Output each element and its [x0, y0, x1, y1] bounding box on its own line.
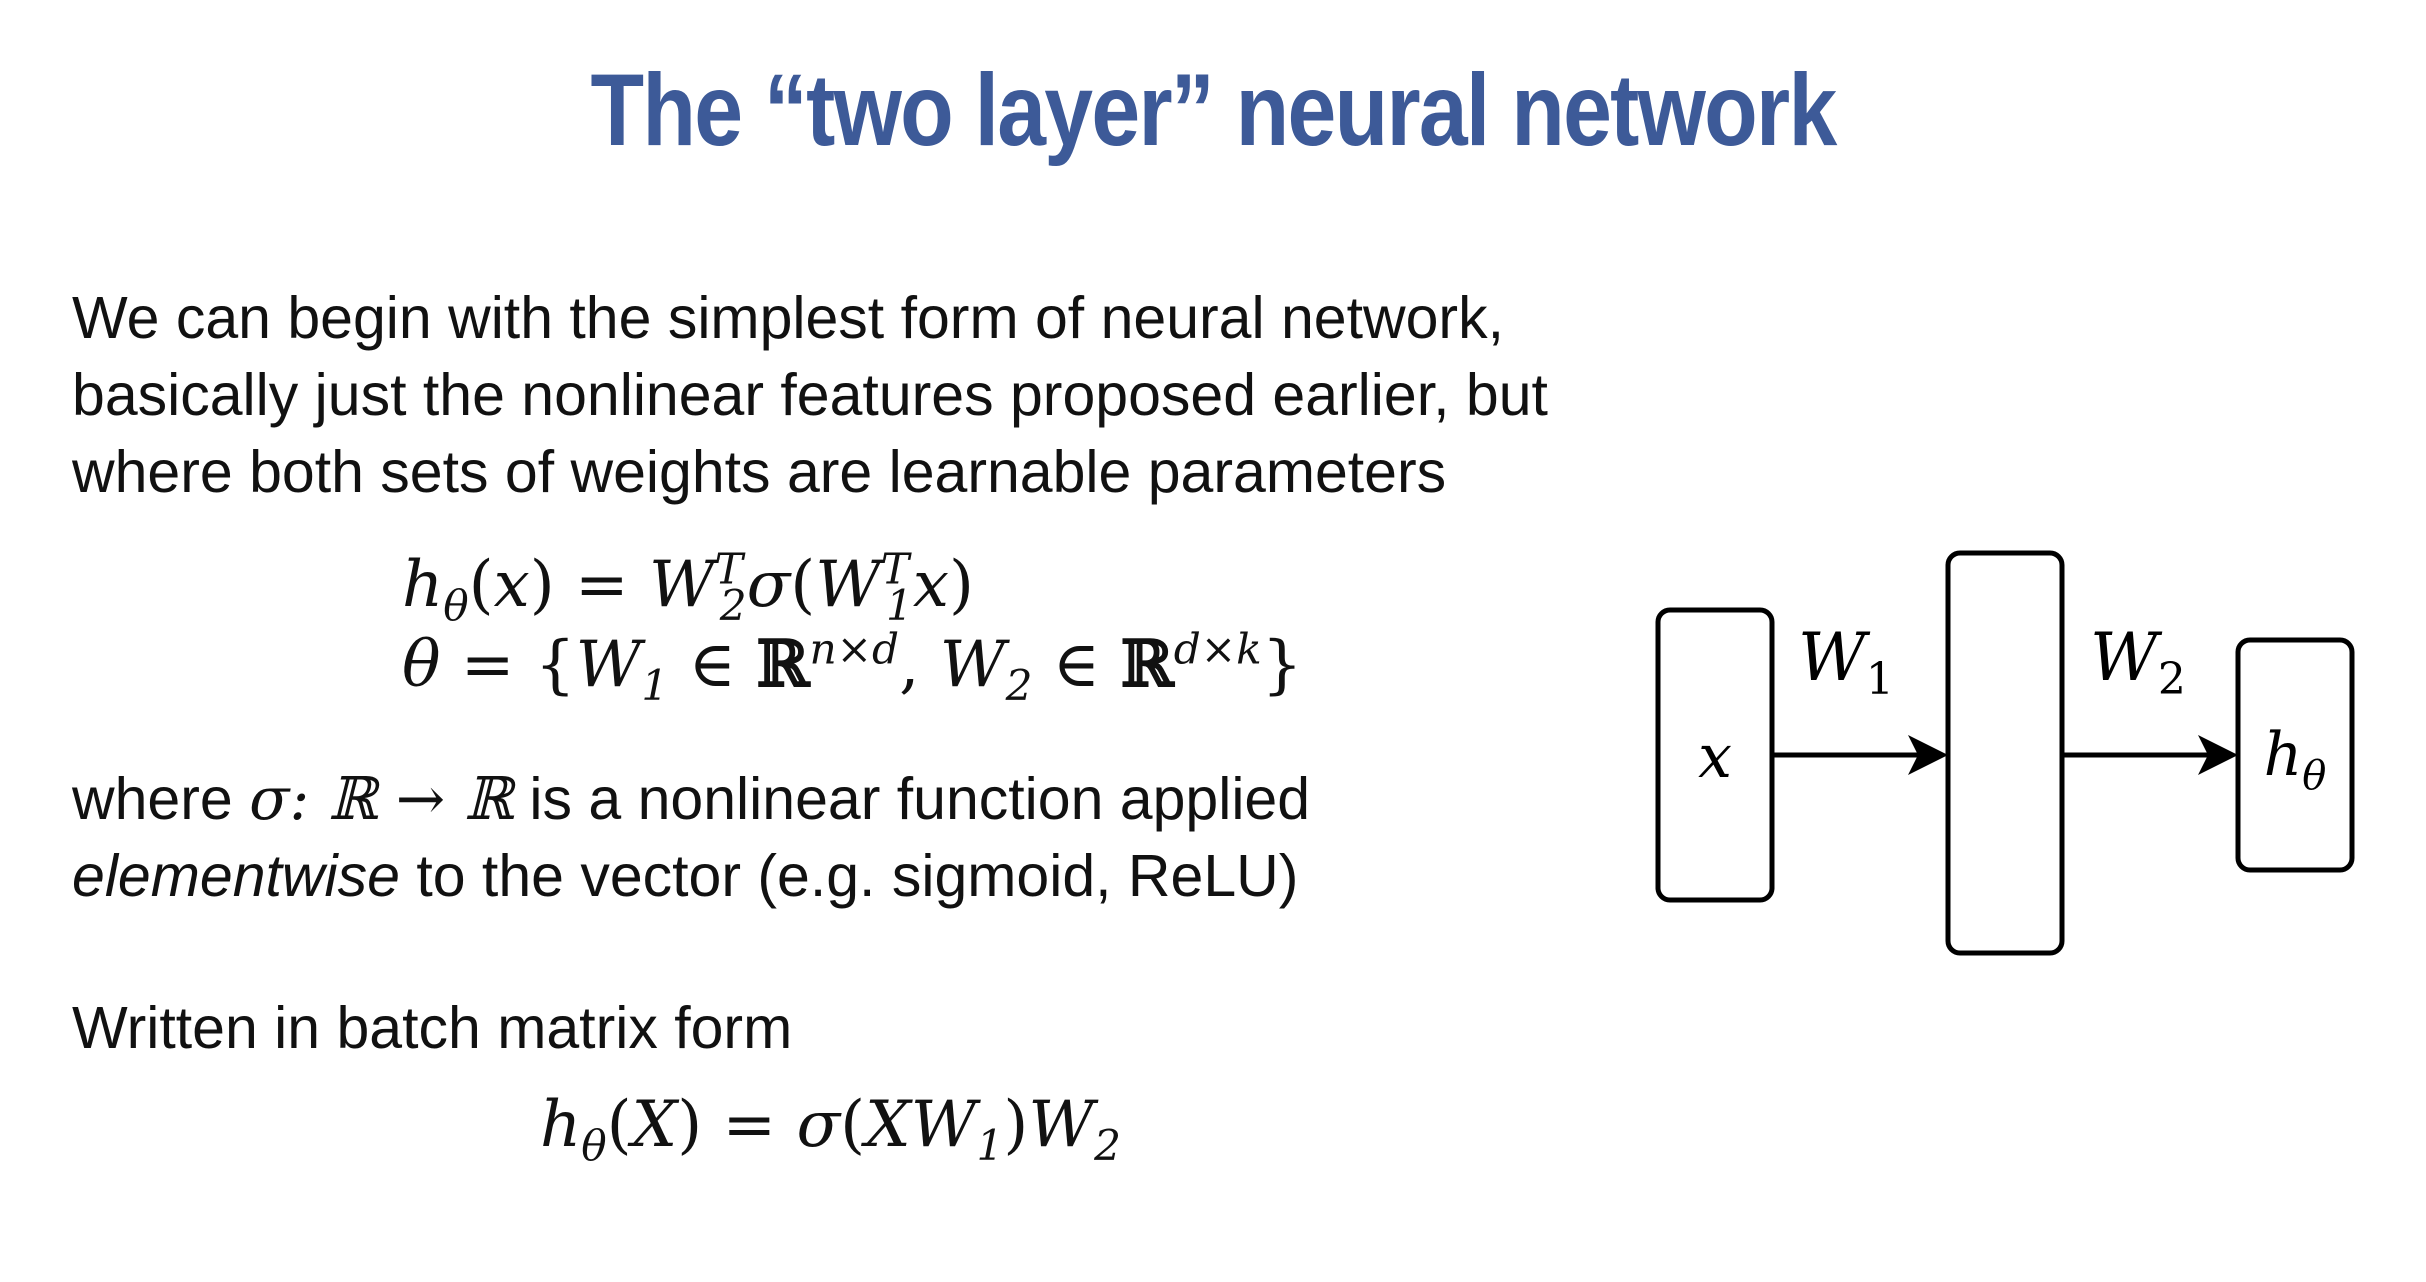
- w2-label: W2: [2090, 619, 2186, 705]
- intro-line-3: where both sets of weights are learnable…: [72, 439, 1447, 505]
- elementwise-emph: elementwise: [72, 843, 400, 909]
- sigma-line-1: where σ: ℝ → ℝ is a nonlinear function a…: [72, 760, 1310, 838]
- hypothesis-equation: hθ(x) = WT2σ(WT1x): [402, 544, 974, 630]
- batch-line: Written in batch matrix form: [72, 995, 793, 1061]
- intro-line-2: basically just the nonlinear features pr…: [72, 362, 1548, 428]
- w1-label: W1: [1798, 619, 1894, 705]
- input-label: x: [1698, 722, 1732, 792]
- hidden-node: [1945, 550, 2065, 956]
- sigma-rest-text: to the vector (e.g. sigmoid, ReLU): [399, 843, 1299, 909]
- sigma-math: σ: ℝ → ℝ: [249, 764, 514, 833]
- network-diagram: x hθ W1 W2: [1655, 550, 2355, 956]
- output-label: hθ: [2264, 720, 2327, 799]
- arrowhead-w1-icon: [1908, 735, 1948, 775]
- batch-text: Written in batch matrix form: [72, 990, 792, 1067]
- batch-equation: hθ(X) = σ(XW1)W2: [540, 1088, 1121, 1170]
- equation-block: hθ(x) = WT2σ(WT1x) θ = {W1 ∈ ℝn×d, W2 ∈ …: [402, 544, 1303, 710]
- intro-line-1: We can begin with the simplest form of n…: [72, 285, 1504, 351]
- arrowhead-w2-icon: [2198, 735, 2238, 775]
- sigma-line-2: elementwise to the vector (e.g. sigmoid,…: [72, 838, 1310, 915]
- params-equation: θ = {W1 ∈ ℝn×d, W2 ∈ ℝd×k}: [402, 624, 1303, 710]
- input-node: x: [1655, 607, 1775, 903]
- sigma-pre-text: where: [72, 766, 250, 832]
- sigma-post-text: is a nonlinear function applied: [513, 766, 1311, 832]
- output-node: hθ: [2235, 637, 2355, 873]
- sigma-paragraph: where σ: ℝ → ℝ is a nonlinear function a…: [72, 760, 1310, 915]
- slide-title: The “two layer” neural network: [590, 53, 1837, 167]
- intro-paragraph: We can begin with the simplest form of n…: [72, 280, 1548, 511]
